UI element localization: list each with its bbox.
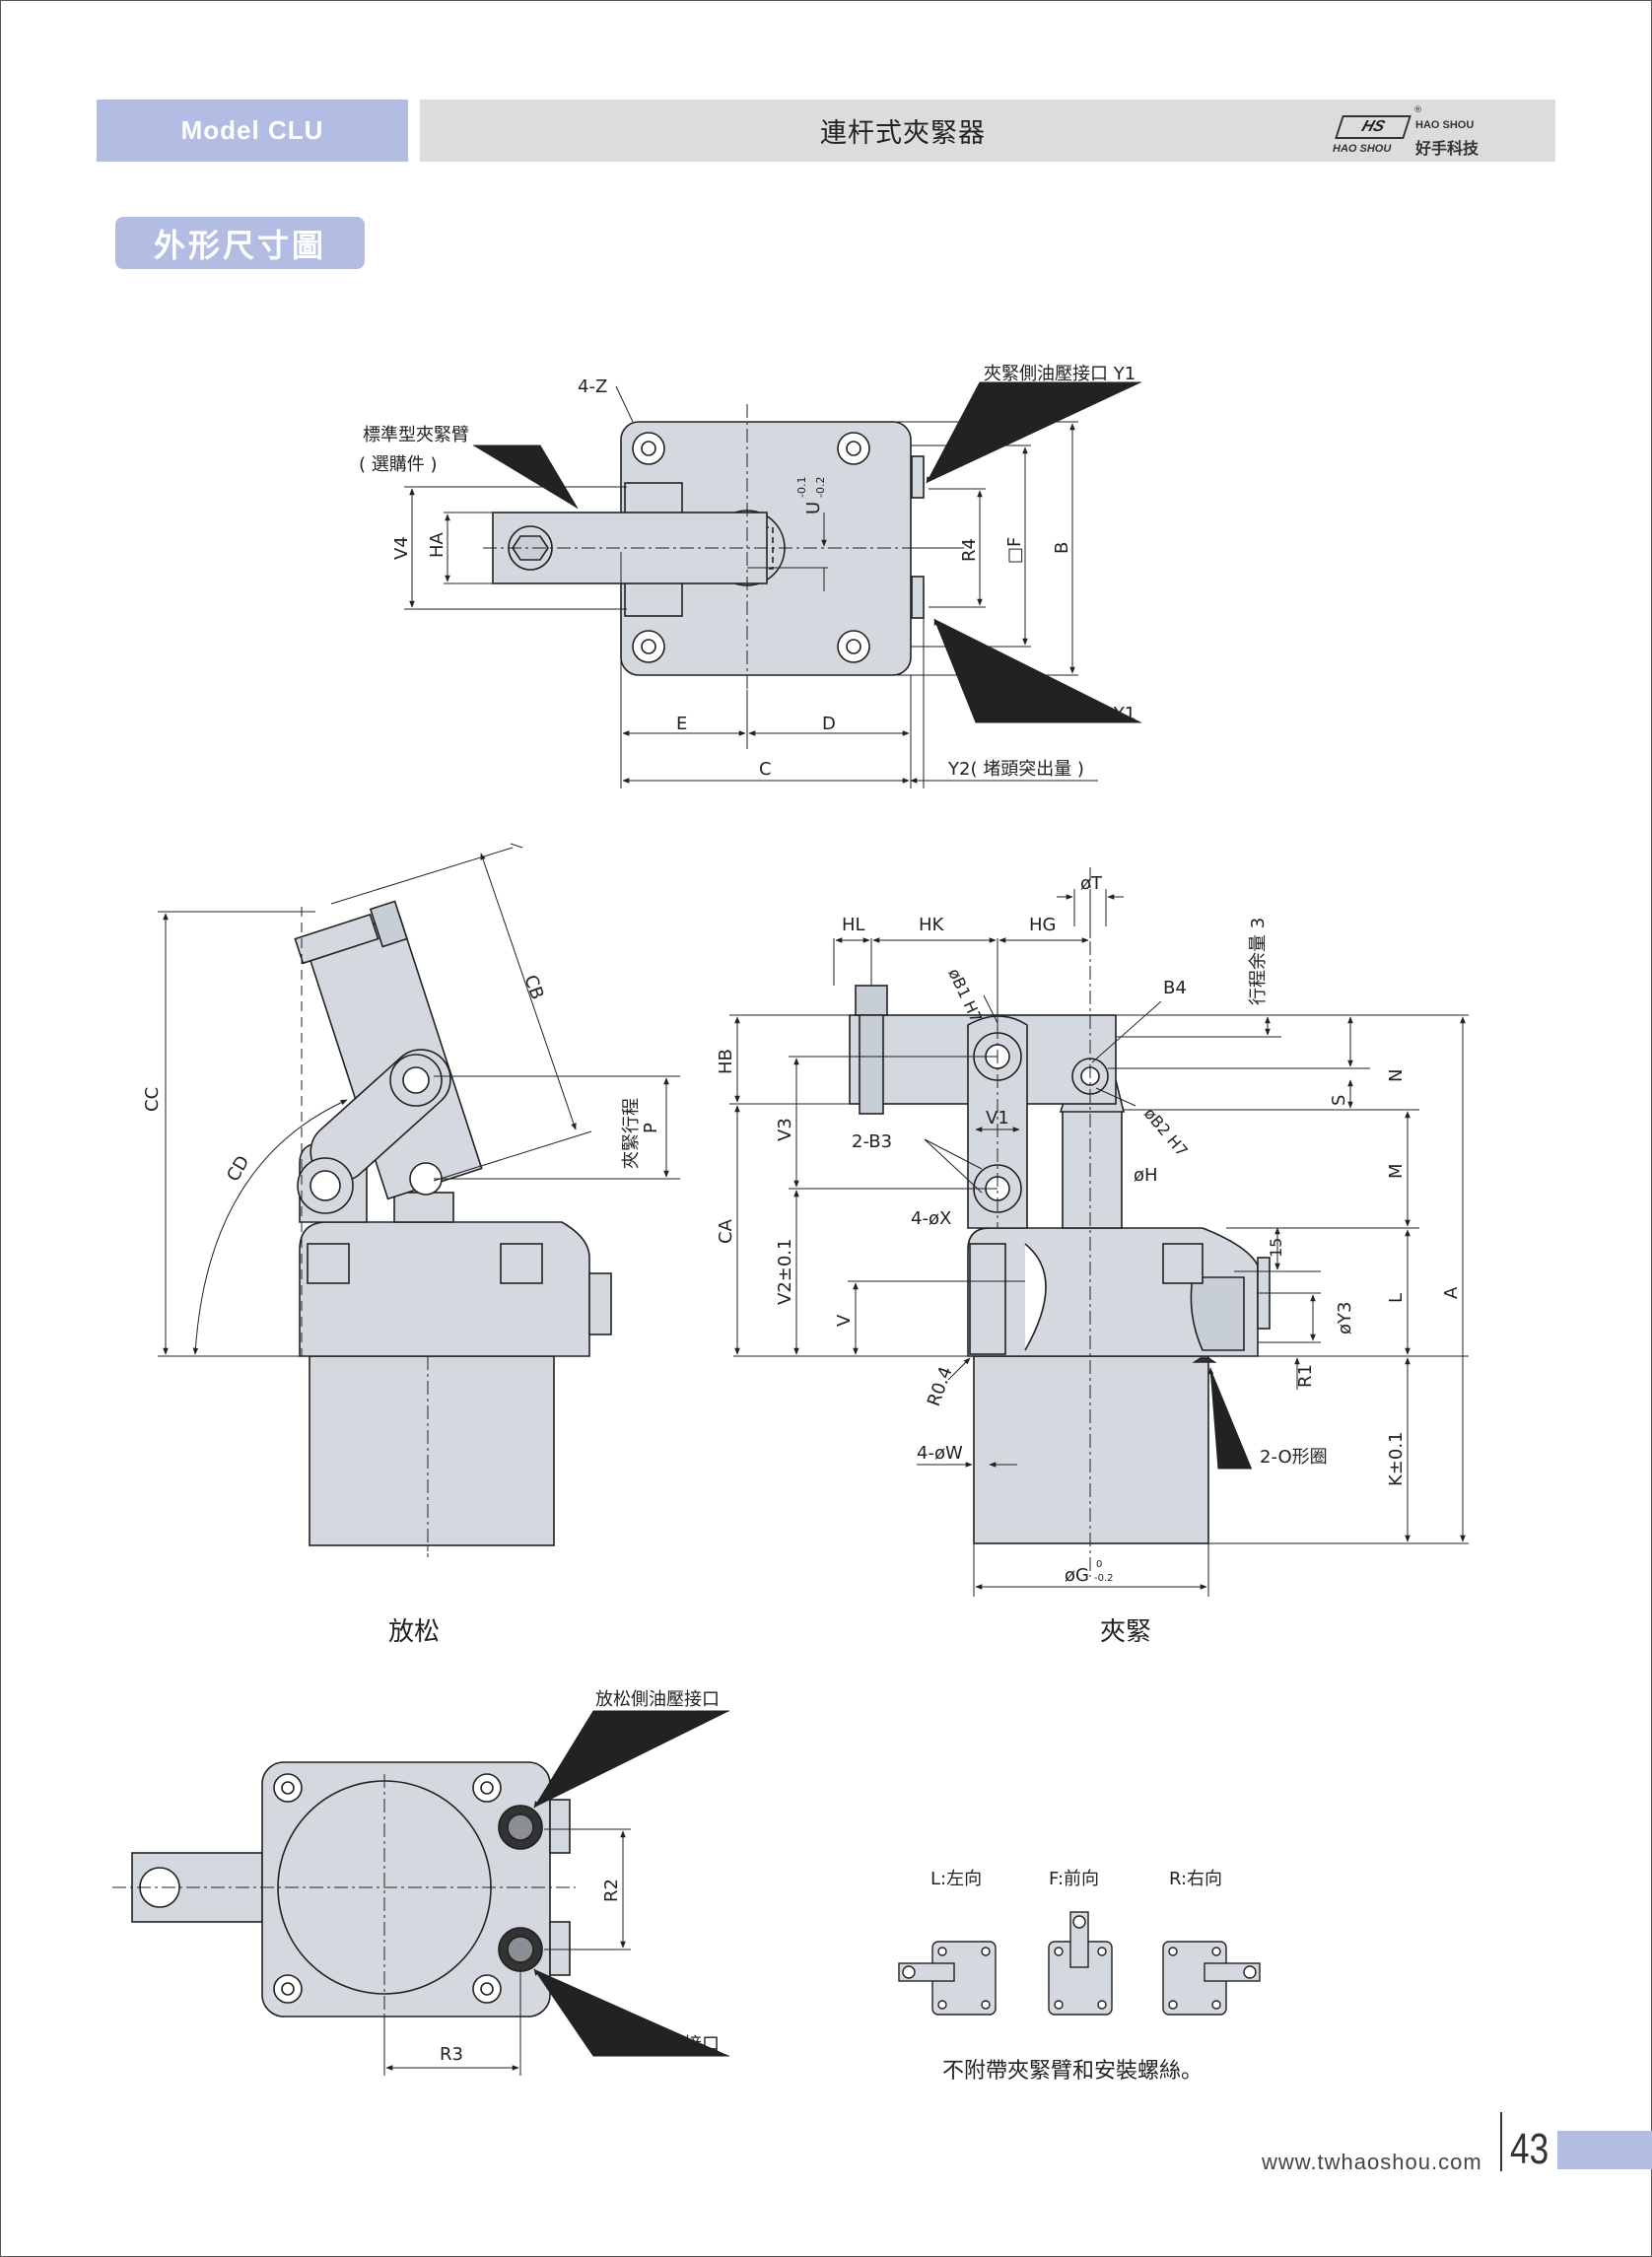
label-4z: 4-Z	[578, 376, 607, 397]
orientation-right	[1162, 1941, 1261, 2016]
dim-r3: R3	[440, 2044, 463, 2065]
orientation-left	[898, 1941, 997, 2016]
dim-ca: CA	[716, 1218, 736, 1244]
dim-r4: R4	[959, 538, 980, 562]
footer-url: www.twhaoshou.com	[1262, 2150, 1482, 2174]
release-side-view: CC CD CB 夾緊行程 P 放松	[142, 843, 680, 1647]
clamp-port-plug	[911, 455, 925, 499]
release-cylinder-upper	[299, 1221, 590, 1357]
dim-h: øH	[1134, 1165, 1158, 1186]
dim-r04: R0.4	[924, 1364, 957, 1409]
section-title: 外形尺寸圖	[115, 217, 365, 269]
label-orientation-right: R:右向	[1169, 1869, 1222, 1889]
dim-e: E	[676, 714, 687, 734]
clamp-arm-bolt-head	[855, 985, 888, 1016]
caption-clamp: 夾緊	[1100, 1617, 1151, 1647]
dim-g-tol-lower: -0.2	[1094, 1573, 1114, 1584]
dim-r1: R1	[1295, 1364, 1316, 1388]
dim-p: P	[641, 1123, 661, 1133]
dim-15: 15	[1267, 1238, 1285, 1258]
label-travel-margin: 行程余量 3	[1248, 918, 1269, 1005]
label-std-arm: 標準型夾緊臂	[363, 425, 469, 445]
dim-f: □F	[1004, 537, 1025, 564]
dim-s: S	[1329, 1095, 1349, 1106]
release-cylinder-lower	[309, 1355, 555, 1546]
dim-u-tol-lower: -0.2	[814, 477, 827, 498]
clamp-port-detail	[1190, 1276, 1245, 1351]
dim-k: K±0.1	[1386, 1431, 1407, 1486]
dim-cd: CD	[223, 1152, 253, 1185]
dim-v1: V1	[986, 1108, 1009, 1128]
dim-c: C	[759, 759, 772, 780]
dim-d: D	[822, 714, 836, 734]
dim-b4: B4	[1163, 978, 1187, 998]
bottom-view: 放松側油壓接口 夾緊側油壓接口 R2 R3	[112, 1689, 729, 2076]
dim-u-tol-upper: -0.1	[795, 477, 808, 498]
release-clamp-arm	[294, 900, 483, 1200]
top-view-dimensions	[404, 381, 1141, 788]
footer-divider	[1500, 2112, 1502, 2171]
clamp-view-dimensions	[729, 889, 1469, 1597]
dim-n: N	[1386, 1069, 1407, 1082]
label-std-arm-optional: ( 選購件 )	[359, 454, 438, 475]
dim-b2: øB2 H7	[1140, 1104, 1192, 1160]
dim-v: V	[834, 1314, 855, 1327]
label-release-port: 放松側油壓接口	[595, 1689, 720, 1710]
dim-r2: R2	[601, 1879, 622, 1902]
footer-tab	[1557, 2131, 1652, 2169]
caption-release: 放松	[388, 1617, 440, 1647]
dim-u: U	[803, 502, 824, 514]
dim-v3: V3	[775, 1118, 795, 1141]
dim-hb: HB	[716, 1049, 736, 1074]
dim-a: A	[1441, 1286, 1462, 1299]
label-release-port-y1: 放松側油壓接口 Y1	[984, 704, 1136, 724]
dim-l: L	[1386, 1293, 1407, 1303]
dim-cc: CC	[142, 1087, 163, 1112]
dim-t: øT	[1080, 873, 1103, 894]
dim-hk: HK	[919, 915, 945, 935]
top-view: 4-Z 標準型夾緊臂 ( 選購件 ) 夾緊側油壓接口 Y1 放松側油壓接口 Y1…	[359, 364, 1141, 788]
dim-ha: HA	[427, 531, 447, 558]
label-clamp-stroke: 夾緊行程	[621, 1098, 642, 1169]
logo-registered: ®	[1413, 105, 1422, 115]
dim-hg: HG	[1029, 915, 1056, 935]
release-view-dimensions	[158, 843, 680, 1357]
logo-brand-en: HAO SHOU	[1415, 119, 1475, 131]
orientation-options: L:左向 F:前向 R:右向 不附帶夾緊臂和安裝螺絲。	[898, 1869, 1261, 2084]
label-orientation-left: L:左向	[930, 1869, 982, 1889]
dim-v2: V2±0.1	[775, 1239, 795, 1305]
dim-hl: HL	[842, 915, 865, 935]
label-o-ring: 2-O形圈	[1260, 1447, 1328, 1468]
clamp-cylinder-lower	[973, 1355, 1209, 1544]
dim-g: øG	[1065, 1565, 1089, 1586]
dim-v4: V4	[391, 536, 412, 560]
dim-cb: CB	[519, 973, 547, 1003]
label-4-w: 4-øW	[917, 1443, 963, 1464]
page-title: 連杆式夾緊器	[820, 118, 986, 149]
piston-rod	[1062, 1109, 1123, 1229]
label-4-x: 4-øX	[911, 1208, 951, 1229]
logo-brand-zh: 好手科技	[1415, 139, 1480, 158]
orientation-note: 不附帶夾緊臂和安裝螺絲。	[942, 2059, 1203, 2084]
label-clamp-port: 夾緊側油壓接口	[595, 2034, 720, 2055]
dim-b: B	[1052, 542, 1072, 554]
dim-y2: Y2( 堵頭突出量 )	[947, 759, 1084, 780]
dim-m: M	[1386, 1163, 1407, 1179]
label-clamp-port-y1: 夾緊側油壓接口 Y1	[984, 364, 1136, 384]
clamp-side-view: HL HK HG øT 行程余量 3 øB1 H7 B4 HB N S M V3…	[716, 867, 1469, 1647]
dim-y3: øY3	[1335, 1302, 1355, 1334]
logo-brand-en-secondary: HAO SHOU	[1333, 143, 1392, 155]
model-label: Model CLU	[97, 100, 408, 162]
brand-logo: HS ® HAO SHOU HAO SHOU 好手科技	[1333, 105, 1490, 158]
release-port-plug	[911, 576, 925, 619]
page-number: 43	[1510, 2125, 1549, 2173]
label-orientation-front: F:前向	[1049, 1869, 1099, 1889]
label-2-b3: 2-B3	[852, 1131, 892, 1152]
mounting-holes	[632, 432, 870, 663]
orientation-front	[1048, 1911, 1113, 2016]
header-bar: 連杆式夾緊器 HS ® HAO SHOU HAO SHOU 好手科技	[420, 100, 1555, 162]
dim-g-tol-upper: 0	[1096, 1559, 1102, 1570]
